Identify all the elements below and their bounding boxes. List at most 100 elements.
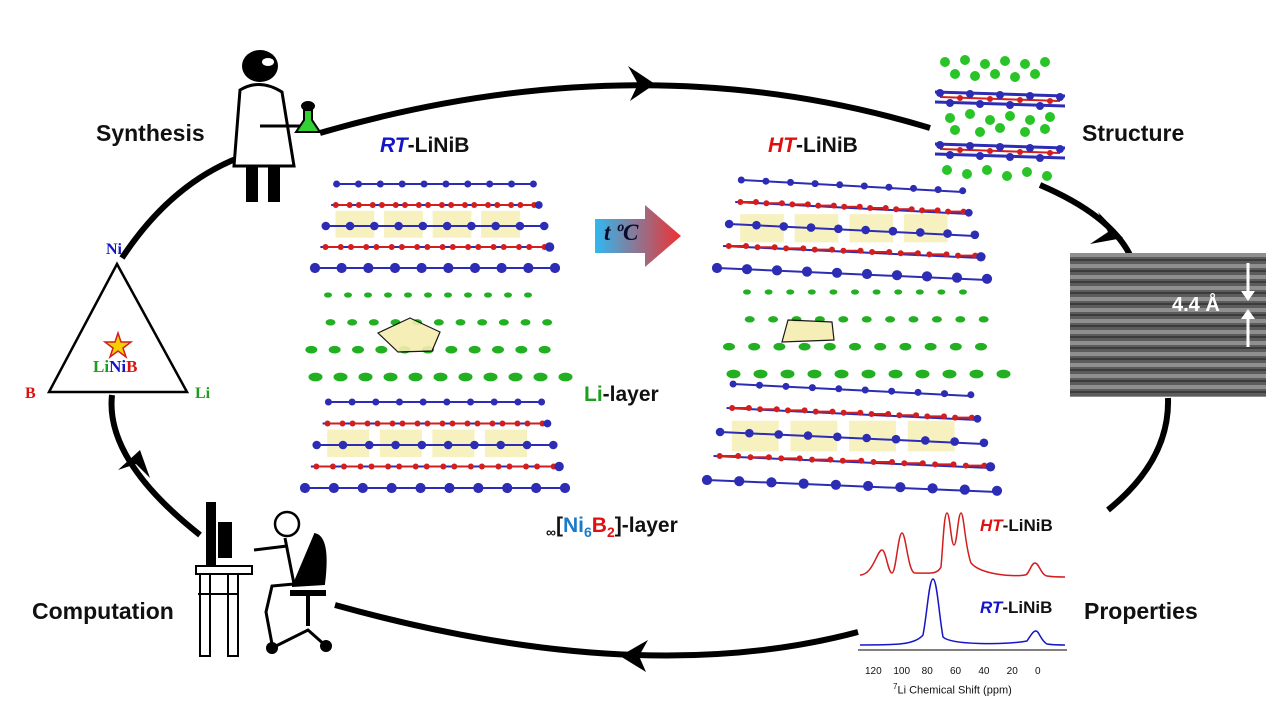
- ni-atom: [321, 221, 331, 231]
- nmr-tick-label: 120: [865, 666, 882, 677]
- li-layer-suffix: -layer: [602, 383, 659, 406]
- b-atom: [347, 244, 354, 250]
- arrowhead-bottom: [620, 640, 648, 672]
- li-atom: [899, 342, 912, 351]
- b-atom: [868, 411, 875, 417]
- li-atom: [969, 369, 984, 379]
- b-atom: [474, 420, 481, 427]
- composition-triangle: [46, 261, 190, 394]
- b-atom: [955, 252, 962, 259]
- rt-nmr-spectrum: [859, 578, 1066, 646]
- b-atom: [735, 453, 742, 459]
- ni-atom: [863, 480, 874, 492]
- structure-label: Structure: [1082, 120, 1185, 146]
- li-atom: [444, 292, 452, 298]
- b-atom: [355, 202, 362, 208]
- ni-atom: [491, 221, 500, 231]
- ni-atom: [345, 221, 355, 231]
- ni-atom: [529, 180, 537, 188]
- ni6b2-highlight-hexagon: [432, 210, 472, 238]
- li-atom: [308, 372, 323, 382]
- b-atom: [841, 203, 848, 210]
- chemist-icon: [232, 50, 322, 202]
- b-atom: [339, 420, 346, 427]
- b-atom: [364, 420, 371, 427]
- nib-layer-infinity: ∞: [546, 524, 556, 541]
- li-atom: [894, 289, 903, 295]
- b-atom: [725, 243, 732, 249]
- ni-atom: [312, 440, 322, 450]
- li-atom: [978, 316, 989, 323]
- ni-atom: [364, 440, 374, 450]
- li-layer-label: Li-layer: [584, 383, 659, 407]
- ni-atom: [834, 224, 843, 234]
- b-atom: [424, 244, 431, 250]
- li-atom: [786, 289, 795, 295]
- b-atom: [424, 420, 431, 427]
- b-atom: [425, 202, 432, 208]
- ni-atom: [701, 474, 713, 486]
- ni-atom: [836, 181, 844, 189]
- ni-atom: [549, 262, 561, 274]
- li-atom: [937, 289, 946, 295]
- li-atom: [959, 289, 967, 295]
- ni-atom: [895, 482, 906, 493]
- rt-phase-prefix: RT: [380, 134, 408, 157]
- arrowhead-top: [628, 66, 655, 101]
- b-atom: [412, 463, 419, 470]
- synthesis-label: Synthesis: [96, 120, 205, 146]
- b-atom: [913, 412, 920, 419]
- b-atom: [340, 463, 347, 470]
- li-atom: [483, 372, 498, 382]
- ni-atom: [959, 187, 967, 195]
- li-atom: [908, 316, 919, 323]
- b-atom: [804, 201, 811, 208]
- ni-atom: [934, 186, 942, 194]
- li-atom: [464, 292, 472, 298]
- b-atom: [808, 456, 815, 463]
- temperature-label: t ºC: [604, 220, 639, 245]
- b-atom: [448, 202, 455, 208]
- li-atom: [942, 369, 957, 379]
- ni-atom: [724, 219, 734, 229]
- computation-label: Computation: [32, 598, 174, 624]
- b-atom: [534, 463, 541, 470]
- b-atom: [368, 463, 375, 470]
- ni-atom: [490, 398, 498, 406]
- b-atom: [737, 199, 744, 205]
- ni-atom: [774, 430, 783, 439]
- ni-atom: [973, 414, 982, 423]
- b-atom: [374, 420, 381, 427]
- tem-lattice-fringes: [1070, 253, 1266, 397]
- ni-atom: [756, 381, 764, 389]
- li-atom: [768, 316, 779, 323]
- nmr-spectra-plot: [858, 512, 1067, 651]
- ring-arc-right-lower: [1106, 397, 1172, 513]
- b-atom: [357, 463, 364, 470]
- li-atom: [375, 345, 388, 354]
- ni-atom: [861, 386, 869, 394]
- b-atom: [716, 453, 723, 459]
- b-atom: [789, 201, 796, 208]
- rt-li-hexagon-cell: [376, 317, 441, 353]
- ni-atom: [544, 242, 555, 252]
- ni-atom: [888, 387, 896, 395]
- li-atom: [542, 319, 553, 326]
- li-atom: [807, 289, 816, 295]
- ni6b2-highlight-hexagon: [484, 429, 528, 458]
- nmr-tick-label: 80: [921, 666, 933, 677]
- ni-atom: [910, 184, 917, 192]
- b-atom: [919, 207, 926, 214]
- b-atom: [514, 420, 521, 427]
- ni-atom: [363, 262, 374, 274]
- tem-spacing-label: 4.4 Å: [1172, 294, 1220, 316]
- nmr-x-axis-isotope: 7: [893, 682, 898, 691]
- b-atom: [752, 199, 759, 205]
- b-atom: [840, 247, 847, 254]
- ni-atom: [798, 478, 809, 489]
- b-atom: [499, 420, 506, 427]
- li-layer-prefix: Li: [584, 383, 603, 406]
- b-atom: [742, 243, 749, 249]
- li-atom: [538, 345, 551, 354]
